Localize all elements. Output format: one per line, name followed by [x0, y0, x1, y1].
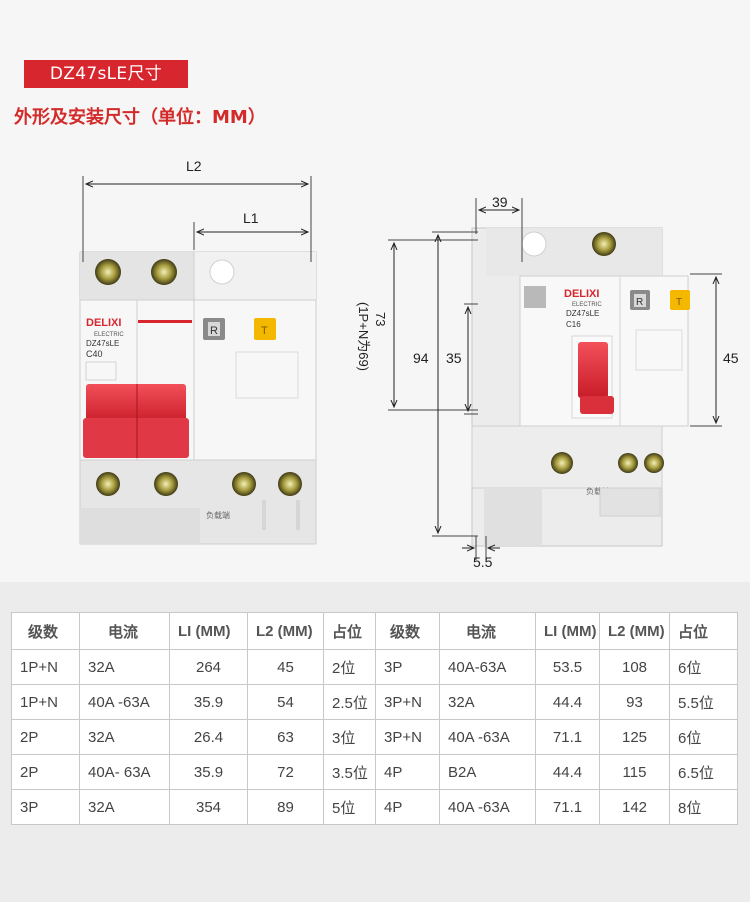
header-cell: L2 (MM) [599, 612, 670, 650]
spec-table: 级数 电流 LI (MM) L2 (MM) 占位 级数 电流 LI (MM) L… [11, 612, 738, 825]
table-cell: 2P [11, 719, 80, 755]
table-cell: 3P+N [375, 684, 440, 720]
table-cell: 6.5位 [669, 754, 738, 790]
spec-table-header: 级数 电流 LI (MM) L2 (MM) 占位 级数 电流 LI (MM) L… [11, 612, 738, 650]
left-rating-text: C40 [86, 349, 103, 359]
right-button-t: T [676, 297, 682, 308]
table-cell: 40A- 63A [79, 754, 170, 790]
table-cell: 3P [11, 789, 80, 825]
table-row: 1P+N 32A 264 45 2位 3P 40A-63A 53.5 108 6… [11, 649, 738, 685]
right-breaker: DELIXI ELECTRIC DZ47sLE C16 R T 负载端 [471, 227, 690, 547]
dim-label-73-note: (1P+N为69) [356, 302, 371, 371]
table-cell: 32A [79, 719, 170, 755]
header-cell: 电流 [79, 612, 170, 650]
table-cell: 1P+N [11, 684, 80, 720]
dim-label-35: 35 [446, 350, 462, 366]
dim-label-l2: L2 [186, 158, 202, 174]
table-cell: 93 [599, 684, 670, 720]
table-cell: 2位 [323, 649, 376, 685]
table-row: 3P 32A 354 89 5位 4P 40A -63A 71.1 142 8位 [11, 789, 738, 825]
table-cell: 264 [169, 649, 248, 685]
table-cell: 35.9 [169, 754, 248, 790]
dim-label-45: 45 [723, 350, 739, 366]
table-cell: 89 [247, 789, 324, 825]
header-cell: L2 (MM) [247, 612, 324, 650]
table-cell: 3P [375, 649, 440, 685]
left-button-r: R [210, 325, 218, 337]
table-cell: 3P+N [375, 719, 440, 755]
table-cell: 40A -63A [79, 684, 170, 720]
header-cell: 级数 [11, 612, 80, 650]
table-cell: 6位 [669, 649, 738, 685]
table-cell: 44.4 [535, 684, 600, 720]
table-cell: 354 [169, 789, 248, 825]
table-cell: 40A -63A [439, 719, 536, 755]
header-cell: LI (MM) [169, 612, 248, 650]
table-cell: 125 [599, 719, 670, 755]
header-cell: 电流 [439, 612, 536, 650]
table-row: 2P 40A- 63A 35.9 72 3.5位 4P B2A 44.4 115… [11, 754, 738, 790]
table-cell: 35.9 [169, 684, 248, 720]
dimension-figure: DELIXI ELECTRIC DZ47sLE C40 R T 负载端 [79, 158, 739, 570]
title-badge: DZ47sLE尺寸 [24, 60, 188, 88]
dim-label-39: 39 [492, 194, 508, 210]
right-button-r: R [636, 297, 643, 308]
table-row: 1P+N 40A -63A 35.9 54 2.5位 3P+N 32A 44.4… [11, 684, 738, 720]
table-cell: 4P [375, 789, 440, 825]
dim-label-l1: L1 [243, 210, 259, 226]
table-cell: 40A -63A [439, 789, 536, 825]
table-cell: 142 [599, 789, 670, 825]
table-cell: 2P [11, 754, 80, 790]
left-breaker: DELIXI ELECTRIC DZ47sLE C40 R T 负载端 [79, 251, 317, 545]
table-cell: 53.5 [535, 649, 600, 685]
table-cell: 72 [247, 754, 324, 790]
table-cell: 4P [375, 754, 440, 790]
table-cell: 44.4 [535, 754, 600, 790]
table-cell: 32A [79, 789, 170, 825]
page-subtitle: 外形及安装尺寸（单位：MM） [14, 107, 266, 128]
table-cell: 32A [79, 649, 170, 685]
table-cell: 54 [247, 684, 324, 720]
right-brand-text: DELIXI [564, 288, 599, 300]
header-cell: 占位 [323, 612, 376, 650]
table-cell: 108 [599, 649, 670, 685]
left-brand-text: DELIXI [86, 317, 121, 329]
table-cell: 40A-63A [439, 649, 536, 685]
header-cell: 级数 [375, 612, 440, 650]
table-cell: 8位 [669, 789, 738, 825]
header-cell: LI (MM) [535, 612, 600, 650]
table-cell: 26.4 [169, 719, 248, 755]
table-cell: B2A [439, 754, 536, 790]
right-rating-text: C16 [566, 320, 581, 329]
table-cell: 32A [439, 684, 536, 720]
table-cell: 3.5位 [323, 754, 376, 790]
table-row: 2P 32A 26.4 63 3位 3P+N 40A -63A 71.1 125… [11, 719, 738, 755]
left-model-text: DZ47sLE [86, 339, 119, 348]
right-model-text: DZ47sLE [566, 309, 599, 318]
left-load-side: 负载端 [206, 510, 230, 520]
right-brand-sub: ELECTRIC [572, 302, 602, 308]
table-cell: 6位 [669, 719, 738, 755]
dim-label-94: 94 [413, 350, 429, 366]
table-cell: 45 [247, 649, 324, 685]
dimension-drawing: DELIXI ELECTRIC DZ47sLE C40 R T 负载端 [79, 176, 722, 560]
table-cell: 71.1 [535, 719, 600, 755]
table-cell: 5位 [323, 789, 376, 825]
spec-table-body: 1P+N 32A 264 45 2位 3P 40A-63A 53.5 108 6… [11, 649, 738, 825]
left-button-t: T [261, 325, 268, 337]
header-cell: 占位 [669, 612, 738, 650]
table-cell: 71.1 [535, 789, 600, 825]
table-cell: 1P+N [11, 649, 80, 685]
dim-label-73: 73 [373, 312, 388, 327]
table-cell: 5.5位 [669, 684, 738, 720]
table-cell: 3位 [323, 719, 376, 755]
table-cell: 63 [247, 719, 324, 755]
left-brand-sub: ELECTRIC [94, 332, 124, 338]
dim-label-5-5: 5.5 [473, 554, 493, 570]
right-load-side: 负载端 [586, 486, 610, 496]
table-cell: 2.5位 [323, 684, 376, 720]
table-cell: 115 [599, 754, 670, 790]
